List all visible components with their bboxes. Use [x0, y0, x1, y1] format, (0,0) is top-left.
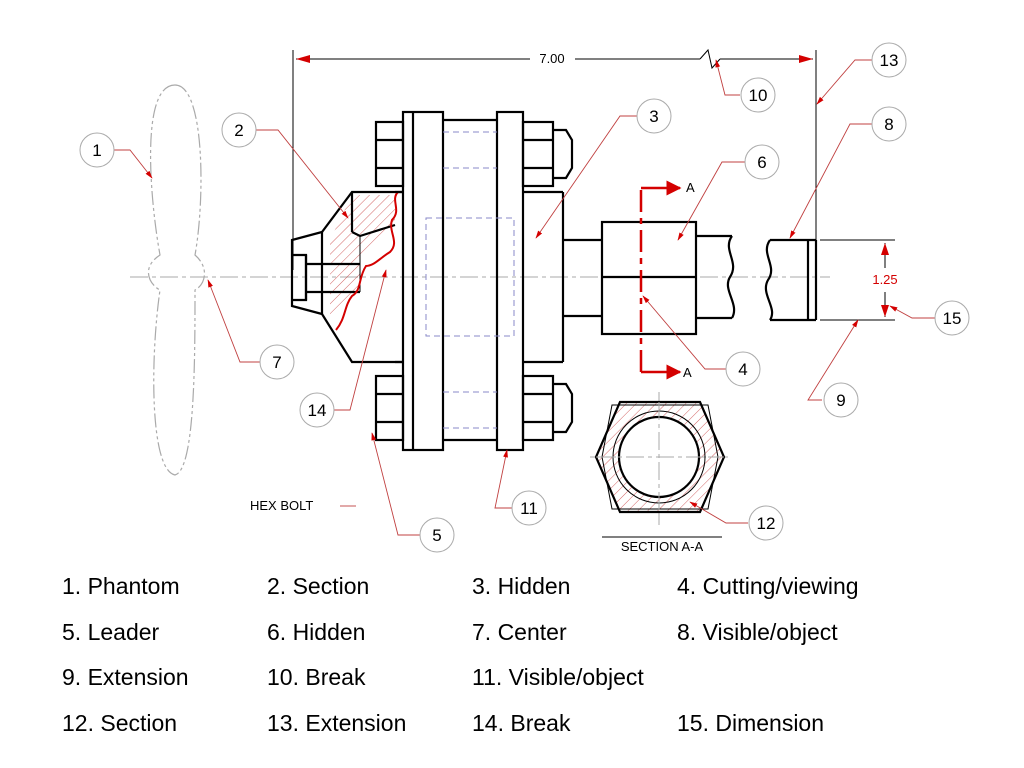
callout-4: 4	[725, 351, 761, 387]
svg-text:3: 3	[649, 107, 658, 126]
cut-letter-bottom: A	[683, 365, 692, 380]
legend-item-3: 3. Hidden	[472, 573, 571, 599]
section-a-a-view: SECTION A-A	[594, 400, 726, 554]
svg-text:11: 11	[520, 499, 538, 518]
callout-14: 14	[299, 392, 335, 428]
hidden-lines-flange	[425, 131, 515, 429]
cut-letter-top: A	[686, 180, 695, 195]
callout-1: 1	[79, 132, 115, 168]
shaft	[563, 220, 818, 336]
line-type-legend: 1. Phantom 2. Section 3. Hidden 4. Cutti…	[0, 565, 1024, 765]
legend-item-5: 5. Leader	[62, 619, 160, 645]
legend-item-10: 10. Break	[267, 664, 366, 690]
svg-text:13: 13	[880, 51, 899, 70]
svg-text:1: 1	[92, 141, 101, 160]
legend-item-2: 2. Section	[267, 573, 370, 599]
callout-11: 11	[511, 490, 547, 526]
legend-item-14: 14. Break	[472, 710, 571, 736]
dimension-7-00-text: 7.00	[539, 51, 564, 66]
section-label: SECTION A-A	[621, 539, 704, 554]
svg-text:9: 9	[836, 391, 845, 410]
legend-item-1: 1. Phantom	[62, 573, 180, 599]
break-line-red	[335, 191, 399, 331]
legend-item-11: 11. Visible/object	[472, 664, 644, 690]
callout-2: 2	[221, 112, 257, 148]
svg-text:14: 14	[308, 401, 327, 420]
callout-8: 8	[871, 106, 907, 142]
svg-text:12: 12	[757, 514, 776, 533]
phantom-line-propeller	[147, 84, 205, 476]
dimension-1-25-text: 1.25	[872, 272, 897, 287]
callout-7: 7	[259, 344, 295, 380]
hex-bolt-bottom	[374, 374, 574, 442]
callout-12: 12	[748, 505, 784, 541]
callout-5: 5	[419, 517, 455, 553]
hex-bolt-label: HEX BOLT	[250, 498, 313, 513]
svg-text:10: 10	[749, 86, 768, 105]
svg-text:8: 8	[884, 115, 893, 134]
legend-item-9: 9. Extension	[62, 664, 189, 690]
legend-item-6: 6. Hidden	[267, 619, 366, 645]
section-housing	[290, 190, 403, 364]
technical-drawing: 7.00 1.25	[79, 42, 970, 554]
legend-item-12: 12. Section	[62, 710, 178, 736]
callout-10: 10	[740, 77, 776, 113]
cutting-plane-line: A A	[639, 180, 695, 380]
svg-text:6: 6	[757, 153, 766, 172]
flange-plates	[395, 110, 565, 452]
legend-item-7: 7. Center	[472, 619, 567, 645]
center-lines	[130, 276, 830, 525]
legend-item-8: 8. Visible/object	[677, 619, 838, 645]
svg-text:7: 7	[272, 353, 281, 372]
callout-13: 13	[871, 42, 907, 78]
svg-text:15: 15	[943, 309, 962, 328]
callout-6: 6	[744, 144, 780, 180]
leader-lines	[114, 59, 935, 536]
legend-item-13: 13. Extension	[267, 710, 407, 736]
callout-9: 9	[823, 382, 859, 418]
legend-item-4: 4. Cutting/viewing	[677, 573, 859, 599]
callout-3: 3	[636, 98, 672, 134]
dimension-7-00: 7.00	[296, 48, 813, 70]
legend-item-15: 15. Dimension	[677, 710, 825, 736]
svg-text:4: 4	[738, 360, 747, 379]
svg-text:2: 2	[234, 121, 243, 140]
dimension-1-25: 1.25	[872, 243, 898, 317]
hex-bolt-top	[374, 120, 574, 188]
svg-text:5: 5	[432, 526, 441, 545]
callout-15: 15	[934, 300, 970, 336]
